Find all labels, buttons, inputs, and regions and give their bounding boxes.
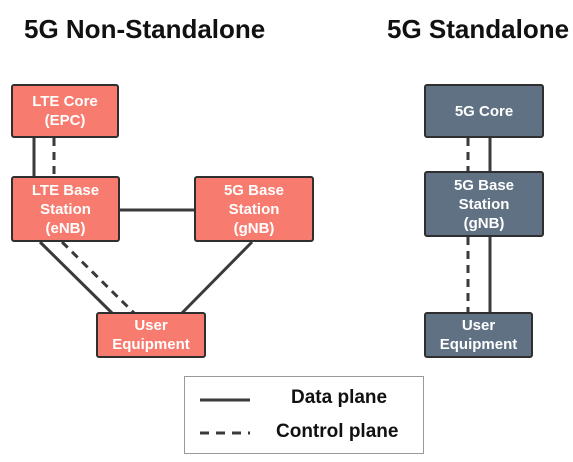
legend-swatches xyxy=(200,398,250,435)
nsa-5g-base-station-node: 5G Base Station (gNB) xyxy=(194,176,314,242)
nsa-gnb-ue-data-line xyxy=(180,240,254,315)
nsa-title: 5G Non-Standalone xyxy=(24,14,266,44)
lte-core-node: LTE Core (EPC) xyxy=(11,84,119,138)
sa-5g-base-station-node: 5G Base Station (gNB) xyxy=(424,171,544,237)
sa-title: 5G Standalone xyxy=(387,14,570,44)
nsa-enb-ue-data-line xyxy=(38,240,114,315)
sa-user-equipment-node: User Equipment xyxy=(424,312,533,358)
legend-data-plane-label: Data plane xyxy=(291,387,388,408)
lte-base-station-node: LTE Base Station (eNB) xyxy=(11,176,120,242)
legend: Data plane Control plane xyxy=(184,376,424,454)
nsa-enb-ue-control-line xyxy=(60,240,136,315)
sa-5g-core-node: 5G Core xyxy=(424,84,544,138)
legend-control-plane-label: Control plane xyxy=(276,421,399,442)
nsa-user-equipment-node: User Equipment xyxy=(96,312,206,358)
